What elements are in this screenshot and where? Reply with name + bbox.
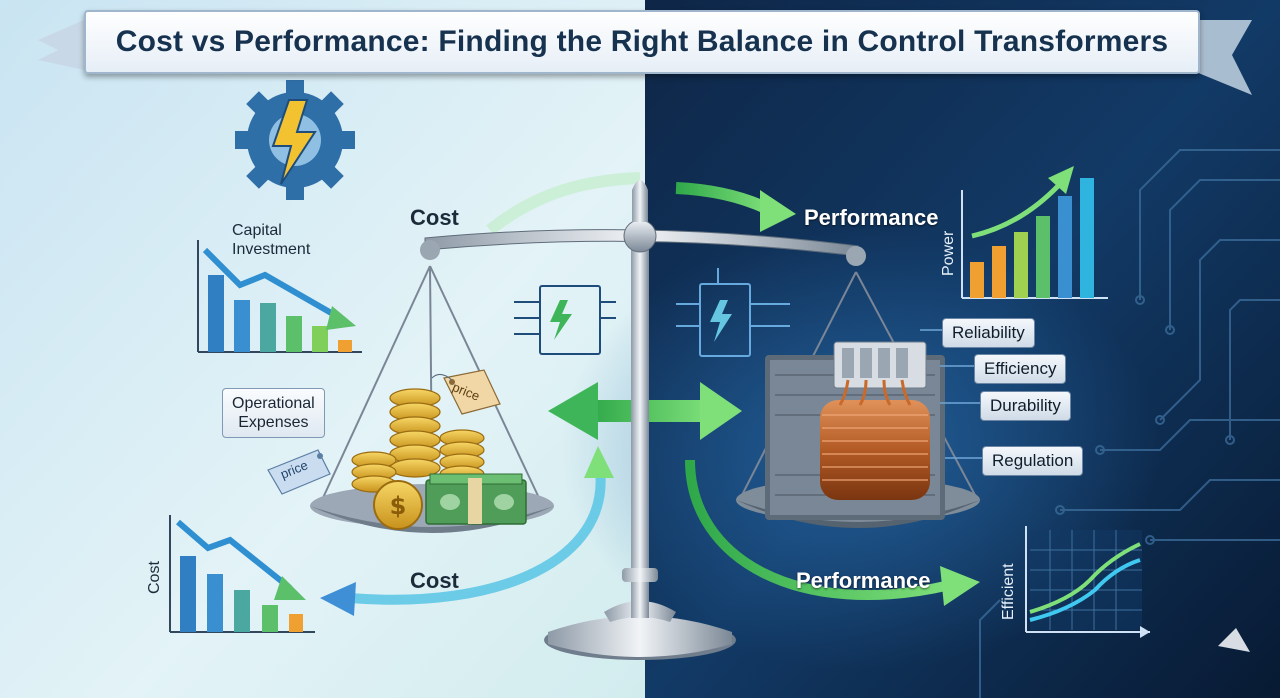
circuit-symbol-right: [676, 268, 790, 357]
efficient-axis-label: Efficient: [1000, 563, 1017, 620]
page-title: Cost vs Performance: Finding the Right B…: [115, 25, 1169, 58]
cost-heading-top: Cost: [410, 205, 459, 230]
feature-efficiency: Efficiency: [974, 354, 1067, 384]
feature-durability: Durability: [980, 391, 1071, 421]
circuit-traces: [979, 149, 1280, 698]
circuit-symbol-icon: [514, 285, 616, 355]
power-chart: [961, 166, 1108, 299]
capital-investment-chart: [197, 240, 362, 353]
price-tag-icon-2: [267, 449, 331, 495]
cost-heading-bottom: Cost: [410, 568, 459, 593]
title-banner: Cost vs Performance: Finding the Right B…: [84, 10, 1200, 74]
ribbon-tail-left: [38, 20, 84, 70]
price-tag-icon: [431, 369, 501, 415]
performance-heading-bottom: Performance: [796, 568, 931, 593]
cost-chart: [169, 515, 315, 633]
feature-connectors: [920, 329, 982, 459]
cost-axis-label: Cost: [146, 561, 163, 594]
power-axis-label: Power: [940, 230, 957, 276]
svg-text:$: $: [390, 492, 407, 520]
transformer-icon: [765, 341, 945, 520]
cost-curve-arrow: [349, 469, 606, 605]
efficient-chart: [1025, 526, 1150, 638]
operational-expenses-label: Operational Expenses: [222, 388, 325, 438]
bidirectional-arrow-icon: [548, 382, 742, 440]
performance-heading-top: Performance: [804, 205, 939, 230]
gear-lightning-icon: [235, 80, 355, 200]
capital-investment-label: Capital Investment: [232, 222, 311, 258]
feature-reliability: Reliability: [942, 318, 1035, 348]
feature-regulation: Regulation: [982, 446, 1084, 476]
performance-curve-arrow: [685, 459, 952, 601]
ribbon-tail-right: [1196, 20, 1252, 95]
cash-bundle-icon: [425, 473, 527, 525]
corner-mark-icon: [1218, 628, 1250, 652]
